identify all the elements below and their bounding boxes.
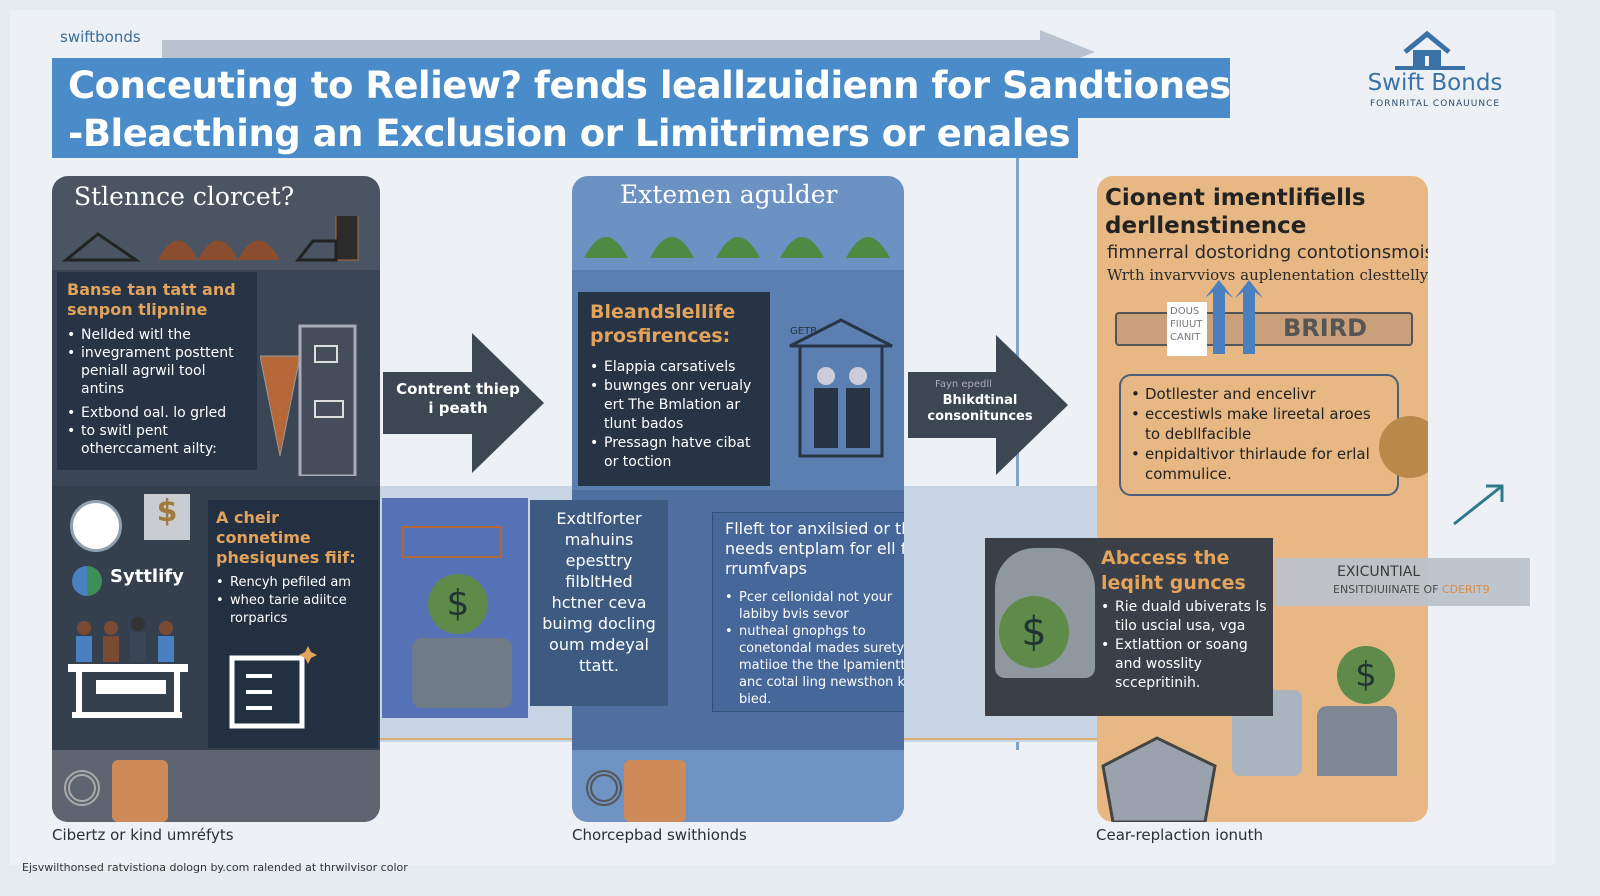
- payment-illustration: $: [382, 498, 528, 718]
- list-item: Rencyh pefiled am: [216, 574, 370, 592]
- dollar-coin-icon: $: [1337, 646, 1395, 704]
- flow-arrow-2-head: [996, 335, 1068, 475]
- list-item: enpidaltivor thirlaude for erlal commuli…: [1131, 444, 1387, 484]
- dollar-icon: $: [144, 494, 190, 540]
- flow-arrow-1-label: Contrent thiep i peath: [396, 380, 520, 417]
- list-item: Pressagn hatve cibat or toction: [590, 434, 758, 472]
- list-item: Nellded witl the: [67, 326, 247, 344]
- panel-3-info-box: Dotllester and encelivr eccestiwls make …: [1119, 374, 1399, 496]
- hands-icon: [412, 638, 512, 708]
- money-bag-icon: $: [999, 596, 1069, 668]
- basket-icon: [1101, 736, 1217, 822]
- logo-name: Swift Bonds: [1367, 70, 1503, 96]
- exclusion-band: EXICUNTIAL ENSITDIUIINATE OF CDERIT9: [1275, 558, 1530, 606]
- access-box: $ Abccess the leqiht gunces Rie duald ub…: [985, 538, 1273, 716]
- brand-name: Syttlify: [110, 566, 184, 587]
- footer-text: Ejsvwilthonsed ratvistiona dologn by.com…: [22, 861, 408, 874]
- flow-arrow-2-label: Bhikdtinal consonitunces: [927, 393, 1033, 424]
- band-line-2-accent: CDERIT9: [1441, 583, 1490, 596]
- panel-1-title: Stlennce clorcet?: [74, 182, 295, 211]
- trend-arrow-icon: [1453, 484, 1504, 526]
- banner-arrow: [162, 40, 1062, 62]
- list-item: to switl pent otherccament ailty:: [67, 422, 247, 458]
- trees-icon: [584, 237, 890, 258]
- list-item: Pcer cellonidal not your labiby bvis sev…: [725, 589, 904, 623]
- bridge-sign-bar: [1115, 312, 1413, 346]
- band-line-1: EXICUNTIAL: [1337, 564, 1421, 580]
- bank-icon: [402, 526, 502, 558]
- panel-1-box-title: Banse tan tatt and senpon tlipnine: [67, 280, 236, 319]
- panel-2-detail-box: Flleft tor anxilsied or the needs entpla…: [712, 512, 904, 712]
- panel-2-info-box: Bleandslellife prosfirences: Elappia car…: [578, 292, 770, 486]
- caption-1: Cibertz or kind umréfyts: [52, 826, 234, 844]
- robot-icon: [1317, 706, 1397, 776]
- no-symbol-icon: [1379, 416, 1428, 478]
- panel-1-sub-box: A cheir connetime phesiqunes fiif: Rency…: [208, 500, 378, 748]
- panel-1-info-box: Banse tan tatt and senpon tlipnine Nelld…: [57, 272, 257, 470]
- list-item: eccestiwls make lireetal aroes to debllf…: [1131, 404, 1387, 444]
- house-logo-icon: [1395, 30, 1465, 70]
- list-item: Elappia carsativels: [590, 358, 758, 377]
- building-people-icon: [789, 318, 893, 458]
- panel-3-title: Cionent imentlifiells derllenstinence: [1105, 185, 1366, 239]
- people-table-icon: [68, 617, 188, 718]
- panel-3-subtitle: fimnerral dostoridng contotionsmois: [1107, 242, 1428, 263]
- mountains-icon: [61, 216, 359, 262]
- coin-icon: [64, 770, 100, 806]
- detail-title: Flleft tor anxilsied or the needs entpla…: [725, 519, 904, 578]
- coin-icon: [586, 770, 622, 806]
- bridge-sign: BRIRD: [1283, 314, 1368, 342]
- flow-arrow-1: [383, 372, 475, 434]
- document-text: DOUS FIIUUT CANIT: [1167, 302, 1207, 356]
- flow-arrow-1-head: [472, 333, 544, 473]
- access-title: Abccess the leqiht gunces: [1101, 547, 1246, 594]
- logo-subtitle: FORNRITAL CONAUUNCE: [1369, 99, 1501, 109]
- dollar-coin-icon: $: [428, 574, 488, 634]
- caption-2: Chorcepbad swithionds: [572, 826, 747, 844]
- panel-step-1: Stlennce clorcet? Banse tan tatt and sen…: [52, 176, 380, 822]
- list-item: Extlattion or soang and wosslity sccepri…: [1101, 636, 1271, 693]
- panel-step-2: Extemen agulder Bleandslellife prosfiren…: [572, 176, 904, 822]
- band-line-2: ENSITDIUIINATE OF: [1333, 583, 1439, 596]
- list-item: Extbond oal. lo grled: [67, 404, 247, 422]
- list-item: invegrament posttent peniall agrwil tool…: [67, 344, 247, 398]
- vault-door-icon: [260, 324, 357, 476]
- page-title-line2: -Bleacthing an Exclusion or Limitrimers …: [52, 115, 1078, 158]
- list-item: wheo tarie adiitce rorparics: [216, 592, 370, 628]
- flow-arrow-2-small: Fayn epedll: [935, 379, 992, 390]
- panel-1-sub-title: A cheir connetime phesiqunes fiif:: [216, 508, 356, 567]
- growth-arrows-icon: [1205, 280, 1263, 354]
- panel-3-subtitle-2: Wrth invarvviovs auplenentation clesttel…: [1107, 266, 1428, 284]
- jar-icon: [112, 760, 168, 822]
- list-item: Dotllester and encelivr: [1131, 384, 1387, 404]
- jar-icon: [624, 760, 686, 822]
- page-title-line1: Conceuting to Reliew? fends leallzuidien…: [52, 58, 1231, 118]
- building-sign: GETB: [790, 326, 818, 337]
- flow-arrow-2: [908, 372, 1000, 438]
- middle-text-box: Exdtlforter mahuins epesttry filbltHed h…: [530, 500, 668, 706]
- list-item: Rie duald ubiverats ls tilo uscial usa, …: [1101, 598, 1271, 636]
- panel-2-title: Extemen agulder: [620, 180, 838, 209]
- caption-3: Cear-replaction ionuth: [1096, 826, 1263, 844]
- laptop-icon: [70, 500, 122, 552]
- panel-step-3: Cionent imentlifiells derllenstinence fi…: [1097, 176, 1428, 822]
- brand-small: swiftbonds: [60, 28, 141, 46]
- list-item: buwnges onr verualy ert The Bmlation ar …: [590, 377, 758, 434]
- list-item: nutheal gnophgs to conetondal mades sure…: [725, 623, 904, 708]
- brand-logo-icon: [72, 566, 102, 596]
- document-icon: [229, 646, 317, 729]
- panel-2-box-title: Bleandslellife prosfirences:: [590, 301, 736, 347]
